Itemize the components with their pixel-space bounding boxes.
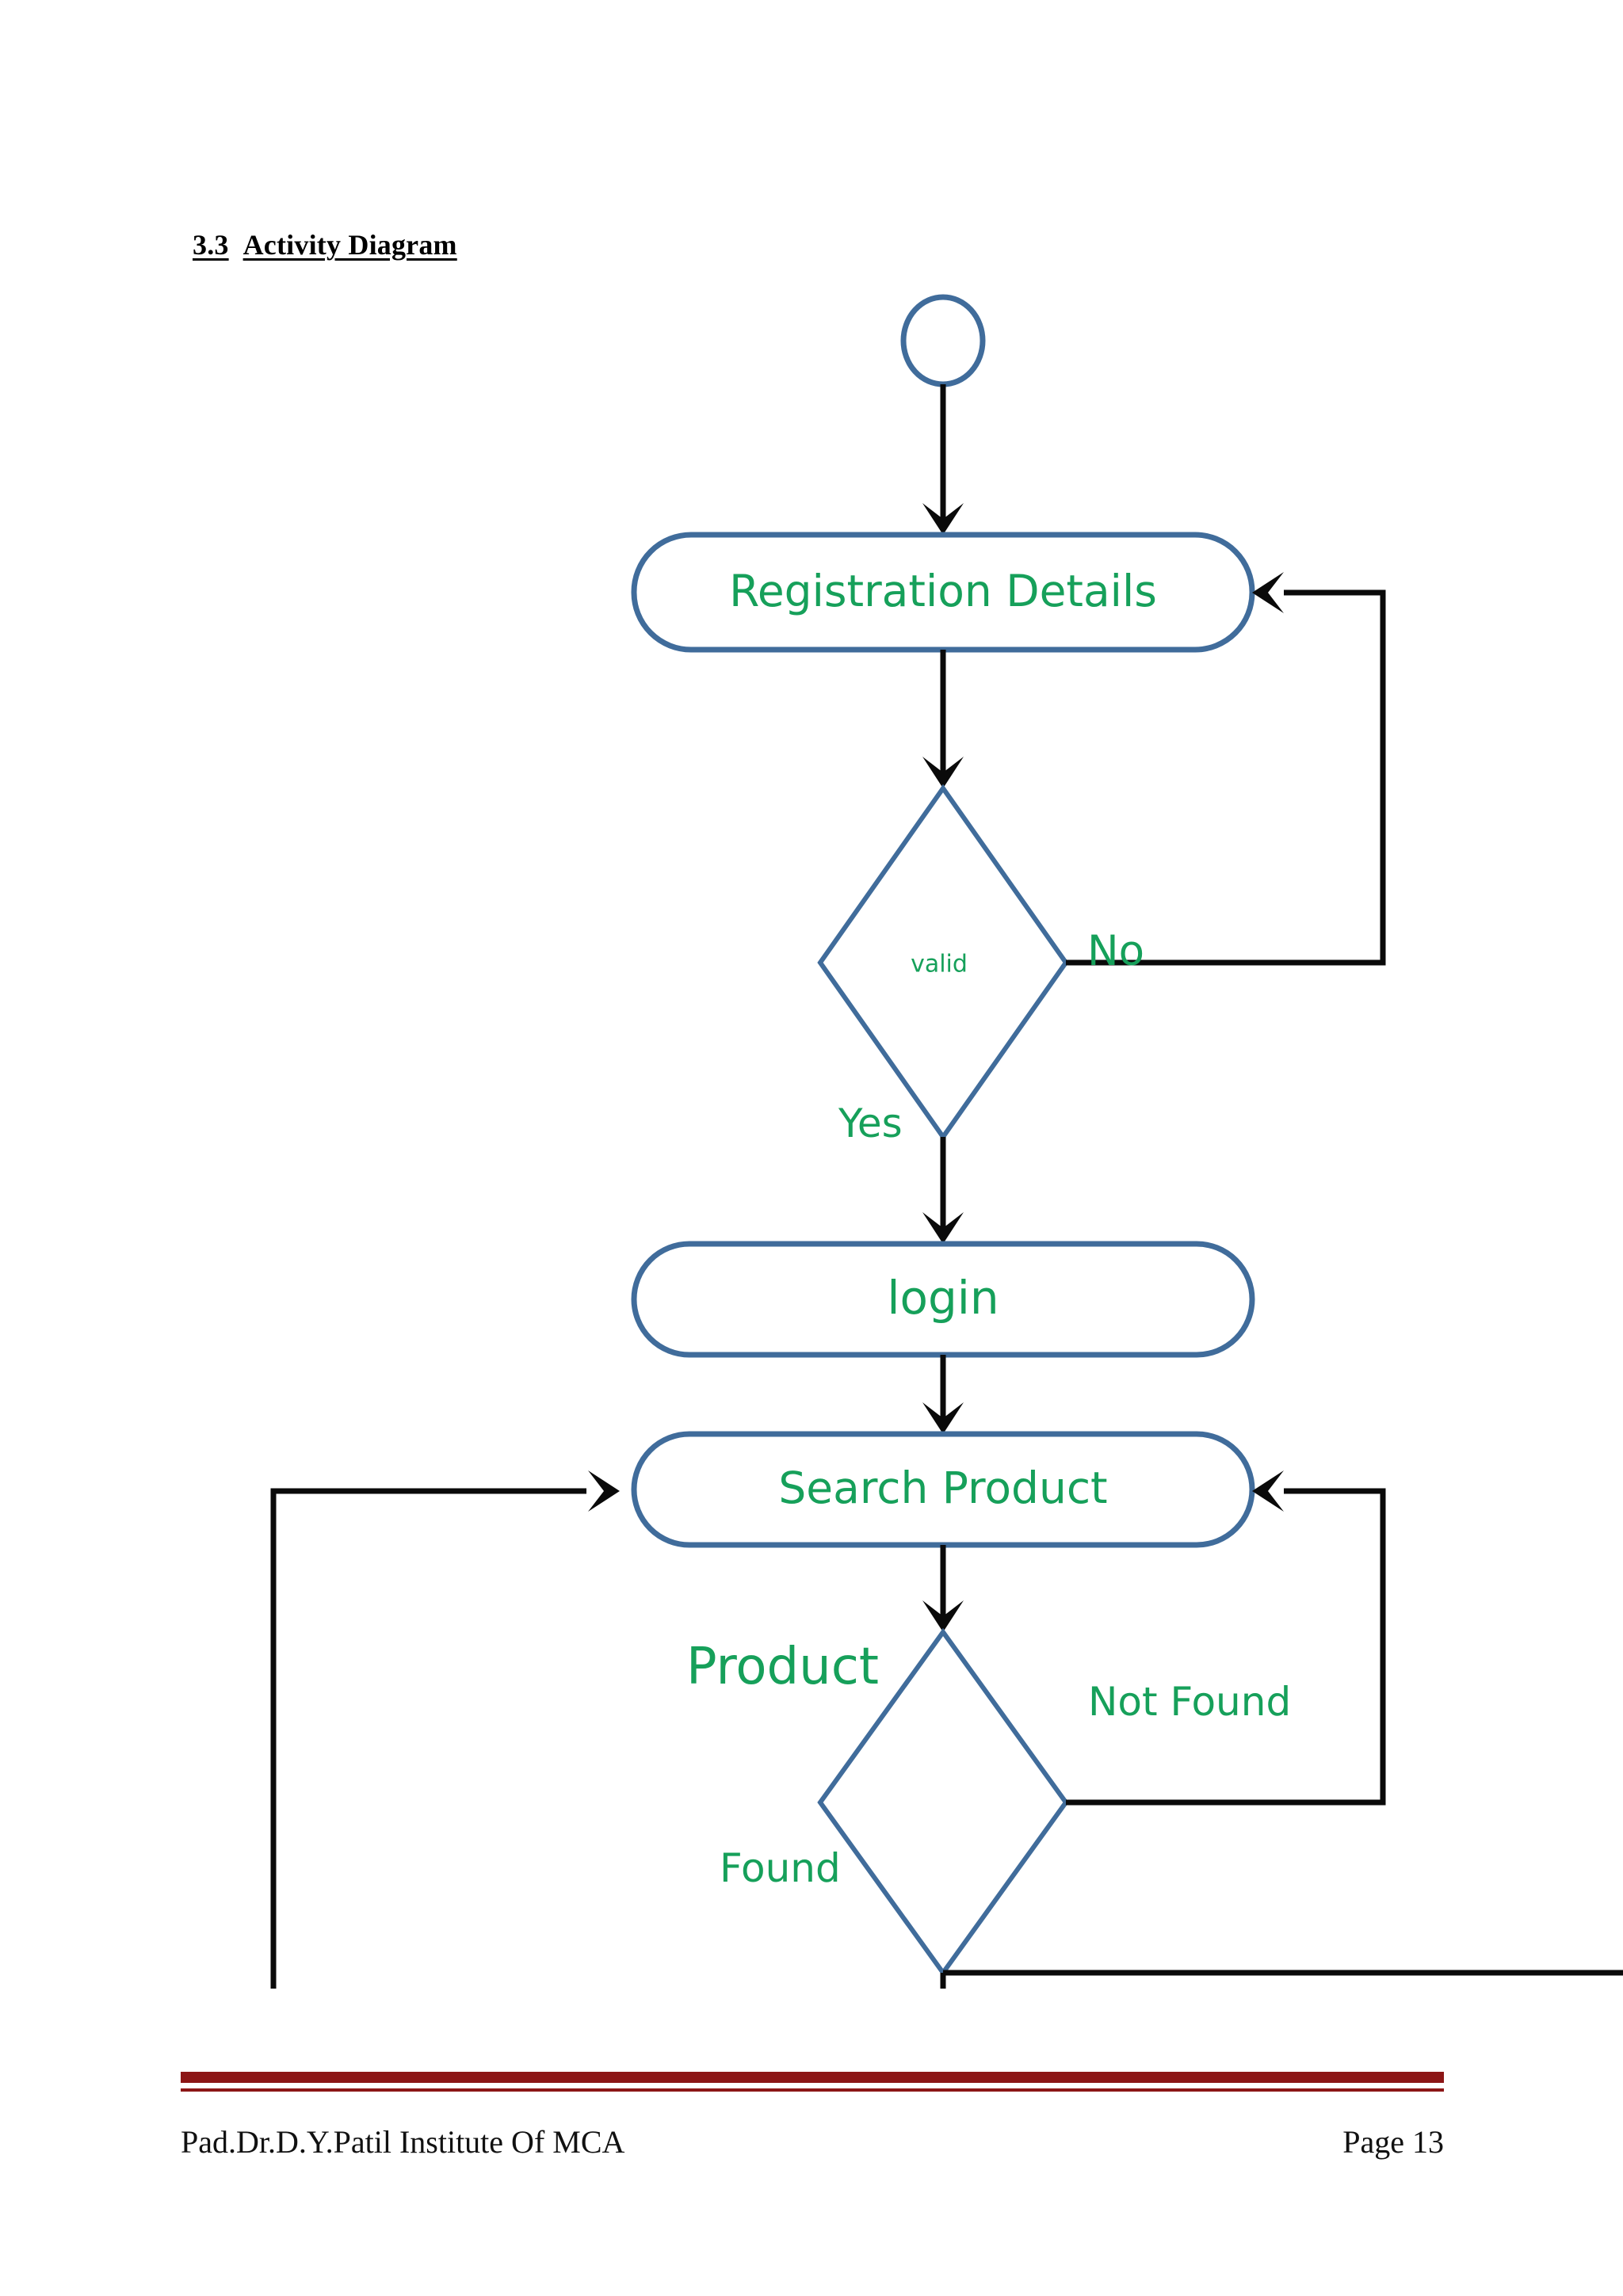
edge-valid-no-to-registration: No — [1066, 572, 1386, 975]
decision-node-valid[interactable]: valid — [817, 784, 1069, 1142]
activity-node-search-product[interactable]: Search Product — [631, 1431, 1255, 1548]
footer-rule-thick — [181, 2072, 1444, 2083]
search-product-label: Search Product — [778, 1463, 1107, 1513]
valid-label: valid — [911, 951, 968, 978]
edge-product-notfound-to-search: Not Found — [1066, 1470, 1386, 1806]
decision-node-product[interactable]: Product — [686, 1627, 1069, 1978]
edge-register-to-valid — [922, 650, 964, 788]
page-title: Activity Diagram — [242, 229, 457, 261]
footer-institute: Pad.Dr.D.Y.Patil Institute Of MCA — [181, 2124, 625, 2160]
edge-start-to-register — [922, 384, 964, 535]
edge-login-to-search — [922, 1355, 964, 1434]
footer-rule-gap — [181, 2083, 1444, 2088]
section-heading: 3.3 Activity Diagram — [193, 228, 457, 261]
edge-valid-yes-to-login: Yes — [838, 1100, 964, 1244]
edge-search-to-product — [922, 1545, 964, 1632]
start-node-circle — [900, 294, 986, 387]
section-number: 3.3 — [193, 229, 229, 261]
product-label: Product — [686, 1638, 879, 1696]
edge-label-not-found: Not Found — [1088, 1679, 1291, 1725]
footer-divider — [181, 2072, 1444, 2092]
activity-node-registration-details[interactable]: Registration Details — [631, 532, 1255, 653]
edge-label-yes: Yes — [838, 1100, 903, 1146]
footer-rule-thin — [181, 2088, 1444, 2092]
login-label: login — [887, 1271, 999, 1325]
footer-page-number: Page 13 — [1342, 2124, 1444, 2160]
activity-diagram: Registration Details valid No — [0, 261, 1623, 1989]
edge-c1-to-search — [270, 1470, 620, 1989]
start-node[interactable] — [900, 294, 986, 387]
edge-product-found-to-viewitem: Found — [720, 1845, 1623, 1989]
registration-details-label: Registration Details — [729, 566, 1157, 616]
edge-label-found: Found — [720, 1845, 841, 1891]
activity-node-login[interactable]: login — [631, 1241, 1255, 1358]
edge-label-no: No — [1087, 927, 1144, 975]
